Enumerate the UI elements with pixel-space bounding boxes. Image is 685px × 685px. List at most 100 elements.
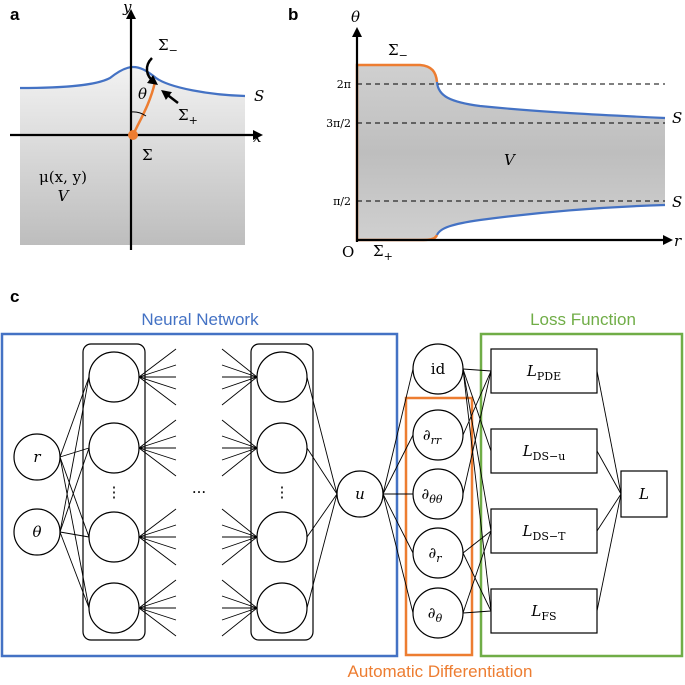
- panel-a-y-label: y: [122, 0, 132, 16]
- network-edge: [382, 368, 414, 495]
- loss-box-pde: [490, 348, 598, 394]
- hidden-layer-2-node: [256, 582, 308, 634]
- panel-b-surface-bottom: [435, 203, 666, 236]
- panel-b-r-axis-label: r: [674, 232, 682, 250]
- network-edge: [306, 493, 338, 609]
- hidden-layer-1-node: [88, 582, 140, 634]
- panel-a-mu-label: μ(x, y): [39, 168, 87, 186]
- panel-a-sigma-minus-label: Σ−: [158, 36, 178, 57]
- panel-b-surface-bottom-label: S: [672, 193, 682, 211]
- loss-box-fs: [490, 588, 598, 634]
- network-edge: [462, 370, 492, 436]
- hidden-layers-hdots: ···: [192, 483, 206, 501]
- panel-b-origin-label: O: [342, 243, 354, 261]
- input-node-r: [13, 433, 61, 481]
- op-node-id: [412, 343, 464, 395]
- op-node-dr: [412, 527, 464, 579]
- hidden-layer-1-node: [88, 351, 140, 403]
- panel-b-region-v: [357, 65, 665, 240]
- network-edge: [306, 376, 338, 495]
- op-id-label: id: [431, 360, 446, 378]
- network-edge: [59, 456, 90, 609]
- hidden-layer-2-node: [256, 422, 308, 474]
- network-edge: [59, 376, 90, 533]
- panel-a-theta-label: θ: [138, 85, 147, 103]
- output-node-u: [336, 470, 384, 518]
- panel-a-volume-label: V: [58, 187, 71, 205]
- panel-b-sigma-plus-label: Σ+: [373, 242, 393, 263]
- nn-title: Neural Network: [141, 310, 259, 329]
- network-edge: [221, 447, 258, 477]
- network-edge: [59, 456, 90, 538]
- network-edge: [221, 364, 258, 378]
- loss-total-label: L: [638, 485, 649, 503]
- panel-c-letter: c: [10, 287, 19, 306]
- loss-fs-label: LFS: [530, 602, 556, 623]
- panel-b-sigma-minus-label: Σ−: [388, 41, 408, 62]
- panel-c: c Neural Network Loss Function Automatic…: [0, 287, 684, 681]
- input-r-label: r: [33, 448, 41, 466]
- network-edge: [462, 530, 492, 554]
- network-edge: [221, 607, 258, 637]
- network-edge: [221, 376, 258, 406]
- hidden-layer-1-frame: [82, 343, 146, 641]
- loss-box-ds-u: [490, 428, 598, 474]
- network-edge: [221, 508, 258, 538]
- panel-b-letter: b: [288, 5, 298, 24]
- network-edge: [221, 607, 258, 621]
- hidden-layer-1-node: [88, 422, 140, 474]
- network-edge: [462, 368, 492, 372]
- op-drr-label: ∂rr: [423, 426, 442, 447]
- network-edge: [382, 493, 414, 554]
- panel-b-tick-2pi: 2π: [337, 78, 351, 91]
- network-edge: [462, 368, 492, 532]
- network-edge: [306, 493, 338, 538]
- network-edge: [462, 610, 492, 614]
- network-edges: [59, 348, 622, 637]
- loss-box-total: [620, 470, 668, 518]
- panel-a-x-label: x: [253, 128, 262, 146]
- network-edge: [221, 435, 258, 449]
- hidden-layer-2-frame: [250, 343, 314, 641]
- hidden-layer-1-vdots: ⋮: [107, 483, 122, 501]
- panel-b-tick-3pi2: 3π/2: [326, 117, 351, 130]
- loss-title: Loss Function: [530, 310, 636, 329]
- panel-b-surface-top-label: S: [672, 109, 682, 127]
- panel-a-crack-tip: [128, 130, 138, 140]
- loss-pde-label: LPDE: [526, 362, 561, 383]
- nn-box: [0, 332, 399, 658]
- loss-dsu-label: LDS−u: [522, 442, 566, 463]
- panel-a-sigma-plus-arrow: [161, 89, 179, 104]
- network-edge: [221, 376, 258, 390]
- loss-box: [479, 332, 684, 658]
- hidden-layer-2-node: [256, 351, 308, 403]
- network-edge: [462, 368, 492, 612]
- panel-a-theta-arc: [130, 111, 147, 117]
- panel-a-region-v: [20, 67, 245, 245]
- ad-title: Automatic Differentiation: [348, 662, 533, 681]
- hidden-layer-2-node: [256, 511, 308, 563]
- network-edge: [596, 370, 622, 495]
- panel-b: b θ r O 2π 3π/2 π/2 Σ− Σ+ S S V: [288, 5, 682, 263]
- panel-a: a y x Σ− Σ+ Σ θ S μ(x, y) V: [10, 0, 264, 250]
- panel-a-sigma-minus-arrow: [145, 57, 158, 86]
- op-dtheta-label: ∂θ: [428, 604, 443, 625]
- network-edge: [221, 536, 258, 566]
- network-edge: [462, 552, 492, 612]
- op-dtt-label: ∂θθ: [421, 485, 442, 506]
- network-edge: [59, 531, 90, 609]
- output-u-label: u: [355, 485, 365, 503]
- ad-box: [404, 396, 474, 657]
- hidden-layer-1-node: [88, 511, 140, 563]
- panel-b-surface-top: [435, 81, 666, 120]
- input-theta-label: θ: [32, 523, 41, 541]
- network-edge: [221, 579, 258, 609]
- op-dr-label: ∂r: [428, 544, 442, 565]
- panel-a-sigma-plus-label: Σ+: [178, 106, 198, 127]
- network-edge: [462, 370, 492, 495]
- network-edge: [59, 447, 90, 533]
- loss-box-ds-t: [490, 508, 598, 554]
- network-edge: [596, 493, 622, 612]
- panel-a-surface-curve: [19, 65, 246, 98]
